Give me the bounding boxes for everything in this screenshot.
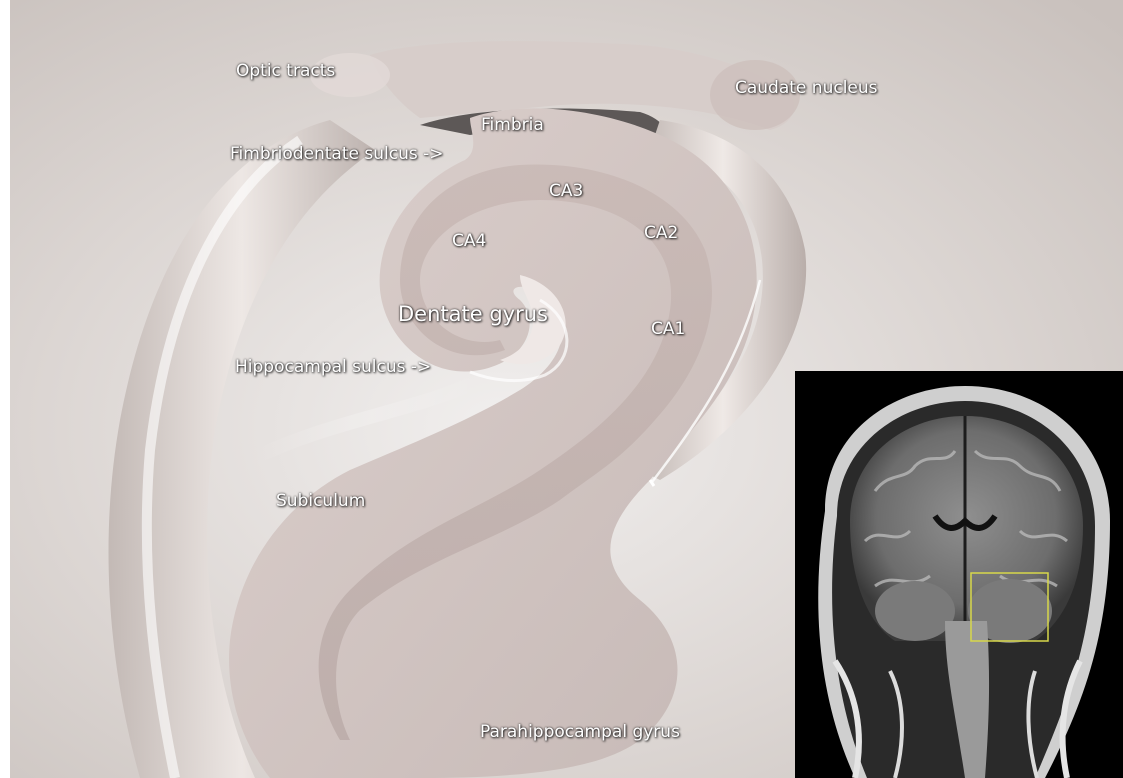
label-hippocampal-sulcus: Hippocampal sulcus -> [235,357,431,377]
label-ca2: CA2 [644,223,678,243]
label-dentate-gyrus: Dentate gyrus [398,302,548,326]
label-optic-tracts: Optic tracts [236,61,335,81]
label-ca1: CA1 [651,319,685,339]
label-fimbriodentate-sulcus: Fimbriodentate sulcus -> [230,144,443,164]
label-ca4: CA4 [452,231,486,251]
mri-inset [795,371,1123,778]
label-caudate-nucleus: Caudate nucleus [735,78,878,98]
label-parahippocampal-gyrus: Parahippocampal gyrus [480,722,680,742]
coronal-mri-slice-icon [795,371,1123,778]
label-ca3: CA3 [549,181,583,201]
label-fimbria: Fimbria [481,115,544,135]
label-subiculum: Subiculum [276,491,365,511]
